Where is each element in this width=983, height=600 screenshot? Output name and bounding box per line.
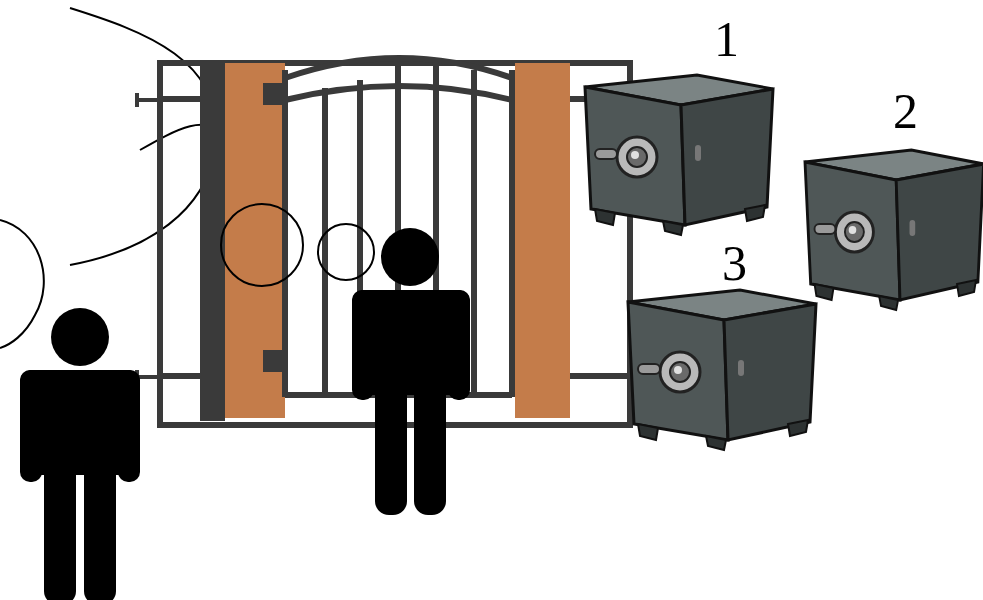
highlight-circle [221,204,303,286]
callout-number: 2 [893,86,918,136]
safe [805,150,983,310]
wood-post [515,63,570,418]
boundary-curve [0,220,44,348]
person-silhouette [352,228,470,515]
fence-rail [570,373,630,379]
boundary-curve [70,8,217,265]
wood-post [225,63,285,418]
hinge [263,83,285,105]
safe [585,75,773,235]
person-silhouette [20,308,140,600]
gate-bars [285,58,512,397]
callout-number: 1 [714,14,739,64]
fence-rail [160,373,200,379]
fence-rail [160,96,200,102]
hinge [263,350,285,372]
callout-number: 3 [722,238,747,288]
safe [628,290,816,450]
bolt [135,98,160,102]
highlight-circle [318,224,374,280]
